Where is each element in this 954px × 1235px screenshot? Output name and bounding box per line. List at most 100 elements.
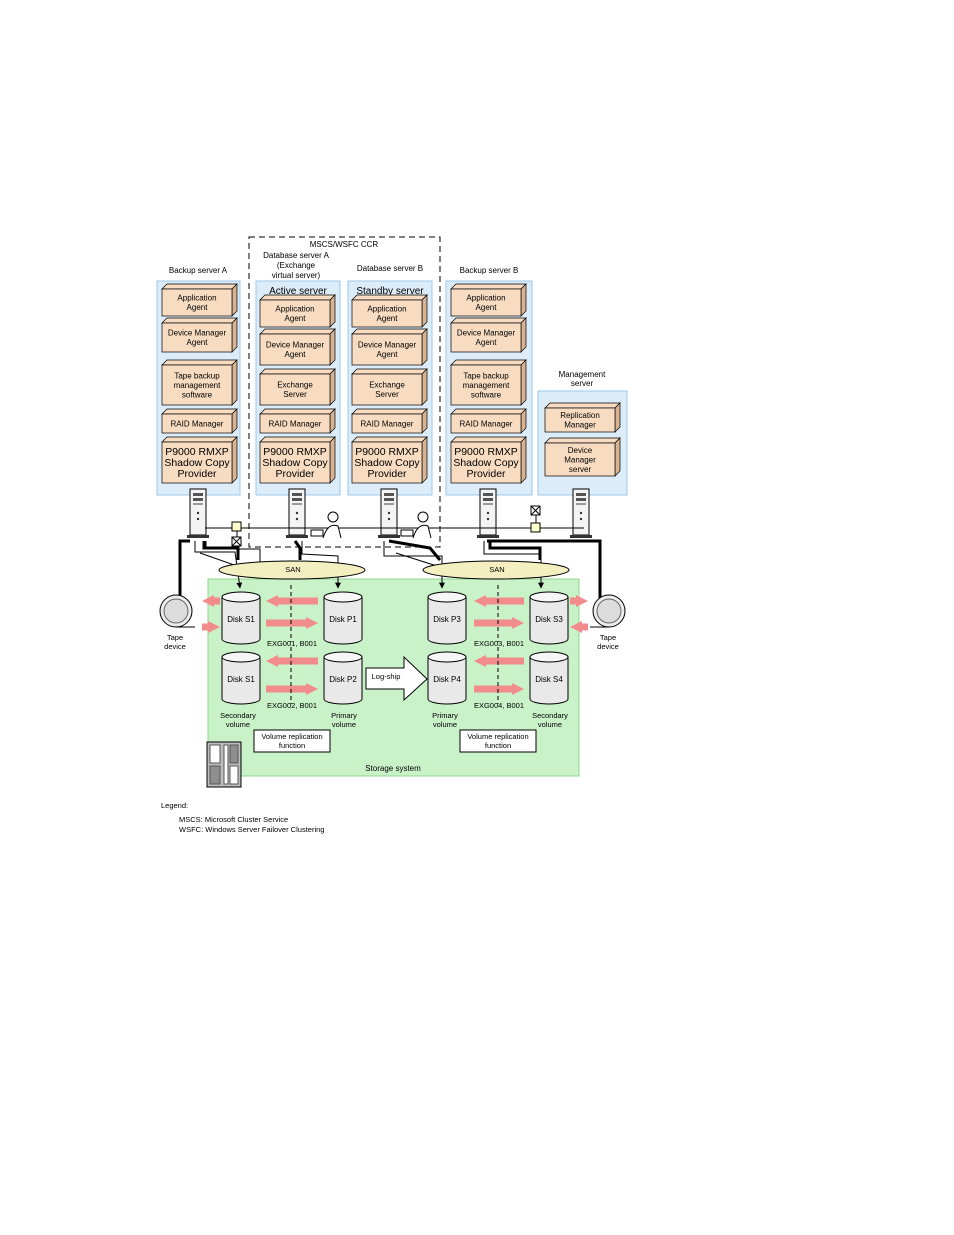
legend-item-wsfc: WSFC: Windows Server Failover Clustering xyxy=(179,825,324,834)
tape-arrow-left xyxy=(570,621,588,633)
copy-arrow-left xyxy=(474,655,524,667)
active-server-label: Active server xyxy=(269,286,327,297)
mscs-wsfc-ccr-cluster: MSCS/WSFC CCR xyxy=(248,236,441,548)
pair-dividers xyxy=(290,585,499,704)
backup-server-b-raid-manager-label: RAID Manager xyxy=(460,419,513,428)
san-cabling xyxy=(178,539,602,598)
hub-icon xyxy=(530,505,541,533)
backup-server-b-title: Backup server B xyxy=(460,266,519,275)
hub-icon xyxy=(231,521,242,547)
san-left: SAN xyxy=(218,560,366,580)
disk-p1-label: Disk P1 xyxy=(329,615,357,624)
copy-arrow-left xyxy=(266,655,318,667)
copy-arrow-left xyxy=(474,595,524,607)
backup-server-b-raid-manager: RAID Manager xyxy=(450,408,527,434)
legend: Legend: MSCS: Microsoft Cluster Service … xyxy=(161,801,324,834)
standby-server-label: Standby server xyxy=(356,286,424,297)
disk-p1: Disk P1 xyxy=(323,591,363,645)
tape-arrow-left xyxy=(202,595,220,607)
db-server-a-raid-manager: RAID Manager xyxy=(259,408,336,434)
disk-p3: Disk P3 xyxy=(427,591,467,645)
san-right: SAN xyxy=(422,560,570,580)
backup-server-a-title: Backup server A xyxy=(169,266,228,275)
disk-s1-secondary: Disk S1 xyxy=(221,591,261,645)
copy-arrow-right xyxy=(474,683,524,695)
pair-label-exg002: EXG002, B001 xyxy=(267,701,317,710)
copy-arrow-right xyxy=(266,617,318,629)
disk-p4-label: Disk P4 xyxy=(433,675,461,684)
san-left-label: SAN xyxy=(285,565,300,574)
disk-s4-label: Disk S4 xyxy=(535,675,563,684)
disk-p2-label: Disk P2 xyxy=(329,675,357,684)
copy-arrows xyxy=(202,595,588,695)
lan xyxy=(205,505,584,547)
tape-arrow-right xyxy=(570,595,588,607)
management-server-tower-icon xyxy=(570,488,592,538)
disk-s1-secondary-label: Disk S1 xyxy=(227,615,255,624)
db-server-a-tower-icon xyxy=(286,488,308,538)
pair-label-exg001: EXG001, B001 xyxy=(267,639,317,648)
copy-arrow-left xyxy=(266,595,318,607)
db-server-b-raid-manager: RAID Manager xyxy=(351,408,428,434)
copy-arrow-right xyxy=(474,617,524,629)
pair-label-exg004: EXG004, B001 xyxy=(474,701,524,710)
db-server-b-tower-icon xyxy=(378,488,400,538)
server-towers xyxy=(187,488,592,538)
storage-system-icon xyxy=(206,741,242,788)
db-server-a-raid-manager-label: RAID Manager xyxy=(269,419,322,428)
disk-p2: Disk P2 xyxy=(323,651,363,705)
log-ship-arrow: Log-ship xyxy=(365,655,428,702)
disk-s1-lower: Disk S1 xyxy=(221,651,261,705)
disk-s4: Disk S4 xyxy=(529,651,569,705)
user-icon xyxy=(310,511,342,539)
disk-s1-lower-label: Disk S1 xyxy=(227,675,255,684)
san-right-label: SAN xyxy=(489,565,504,574)
log-ship-label: Log-ship xyxy=(372,672,401,681)
cluster-title: MSCS/WSFC CCR xyxy=(310,240,379,249)
storage-system-label: Storage system xyxy=(365,764,421,773)
